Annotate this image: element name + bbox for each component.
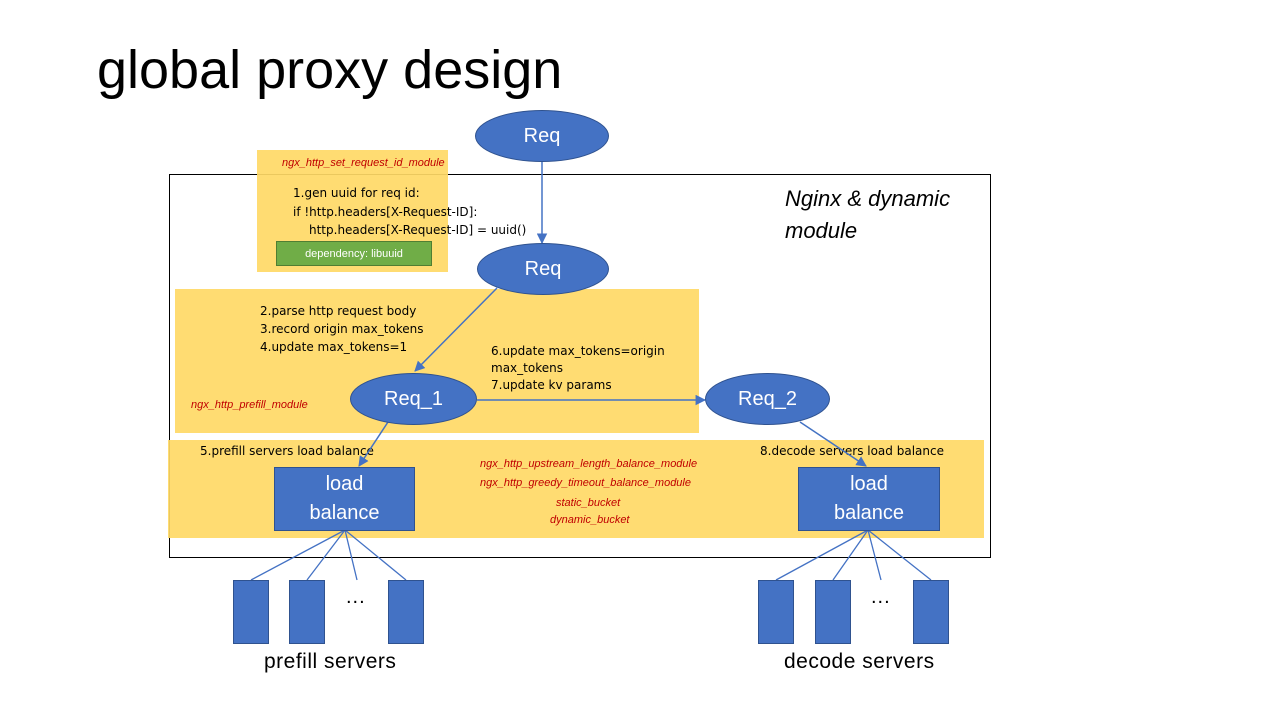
prefill-ellipsis: ... [346,586,366,608]
req-mid-node: Req [477,243,609,295]
req2-node: Req_2 [705,373,830,425]
decode-load-balance: load balance [798,467,940,531]
container-label-line1: Nginx & dynamic [785,186,951,211]
prefill-step6-line1: 6.update max_tokens=origin [491,344,665,358]
prefill-module-name: ngx_http_prefill_module [191,399,308,411]
prefill-server [233,580,269,644]
req1-node: Req_1 [350,373,477,425]
container-label-line2: module [785,218,858,243]
prefill-server [388,580,424,644]
request-id-module-name: ngx_http_set_request_id_module [282,157,445,169]
prefill-servers-label: prefill servers [264,650,397,673]
decode-ellipsis: ... [871,586,891,608]
step8-label: 8.decode servers load balance [760,444,944,458]
lb-module-1: ngx_http_upstream_length_balance_module [480,458,698,470]
lb-module-4: dynamic_bucket [550,514,630,526]
prefill-step7: 7.update kv params [491,378,612,392]
prefill-step3: 3.record origin max_tokens [260,322,424,336]
request-id-code-line2: if !http.headers[X-Request-ID]: [293,205,478,219]
decode-server [758,580,794,644]
request-id-code-line1: 1.gen uuid for req id: [293,186,420,200]
prefill-step4: 4.update max_tokens=1 [260,340,408,354]
prefill-server [289,580,325,644]
arrow-req1-to-lb-prefill [358,421,389,467]
prefill-fanout-lines [250,529,407,581]
prefill-load-balance: load balance [274,467,415,531]
decode-fanout-lines [775,529,932,581]
request-id-code-line3: http.headers[X-Request-ID] = uuid() [309,223,527,237]
page-title: global proxy design [97,40,563,100]
nginx-container [169,174,991,558]
prefill-step6-line2: max_tokens [491,361,563,375]
prefill-step2: 2.parse http request body [260,304,417,318]
decode-server [913,580,949,644]
step5-label: 5.prefill servers load balance [200,444,374,458]
req-top-node: Req [475,110,609,162]
lb-module-3: static_bucket [556,497,621,509]
dependency-badge: dependency: libuuid [276,241,432,266]
arrow-req2-to-lb-decode [799,421,867,467]
decode-servers-label: decode servers [784,650,935,673]
decode-server [815,580,851,644]
lb-module-2: ngx_http_greedy_timeout_balance_module [480,477,691,489]
arrow-req-mid-to-req1 [414,287,498,372]
container-label: Nginx & dynamic module [785,183,950,247]
